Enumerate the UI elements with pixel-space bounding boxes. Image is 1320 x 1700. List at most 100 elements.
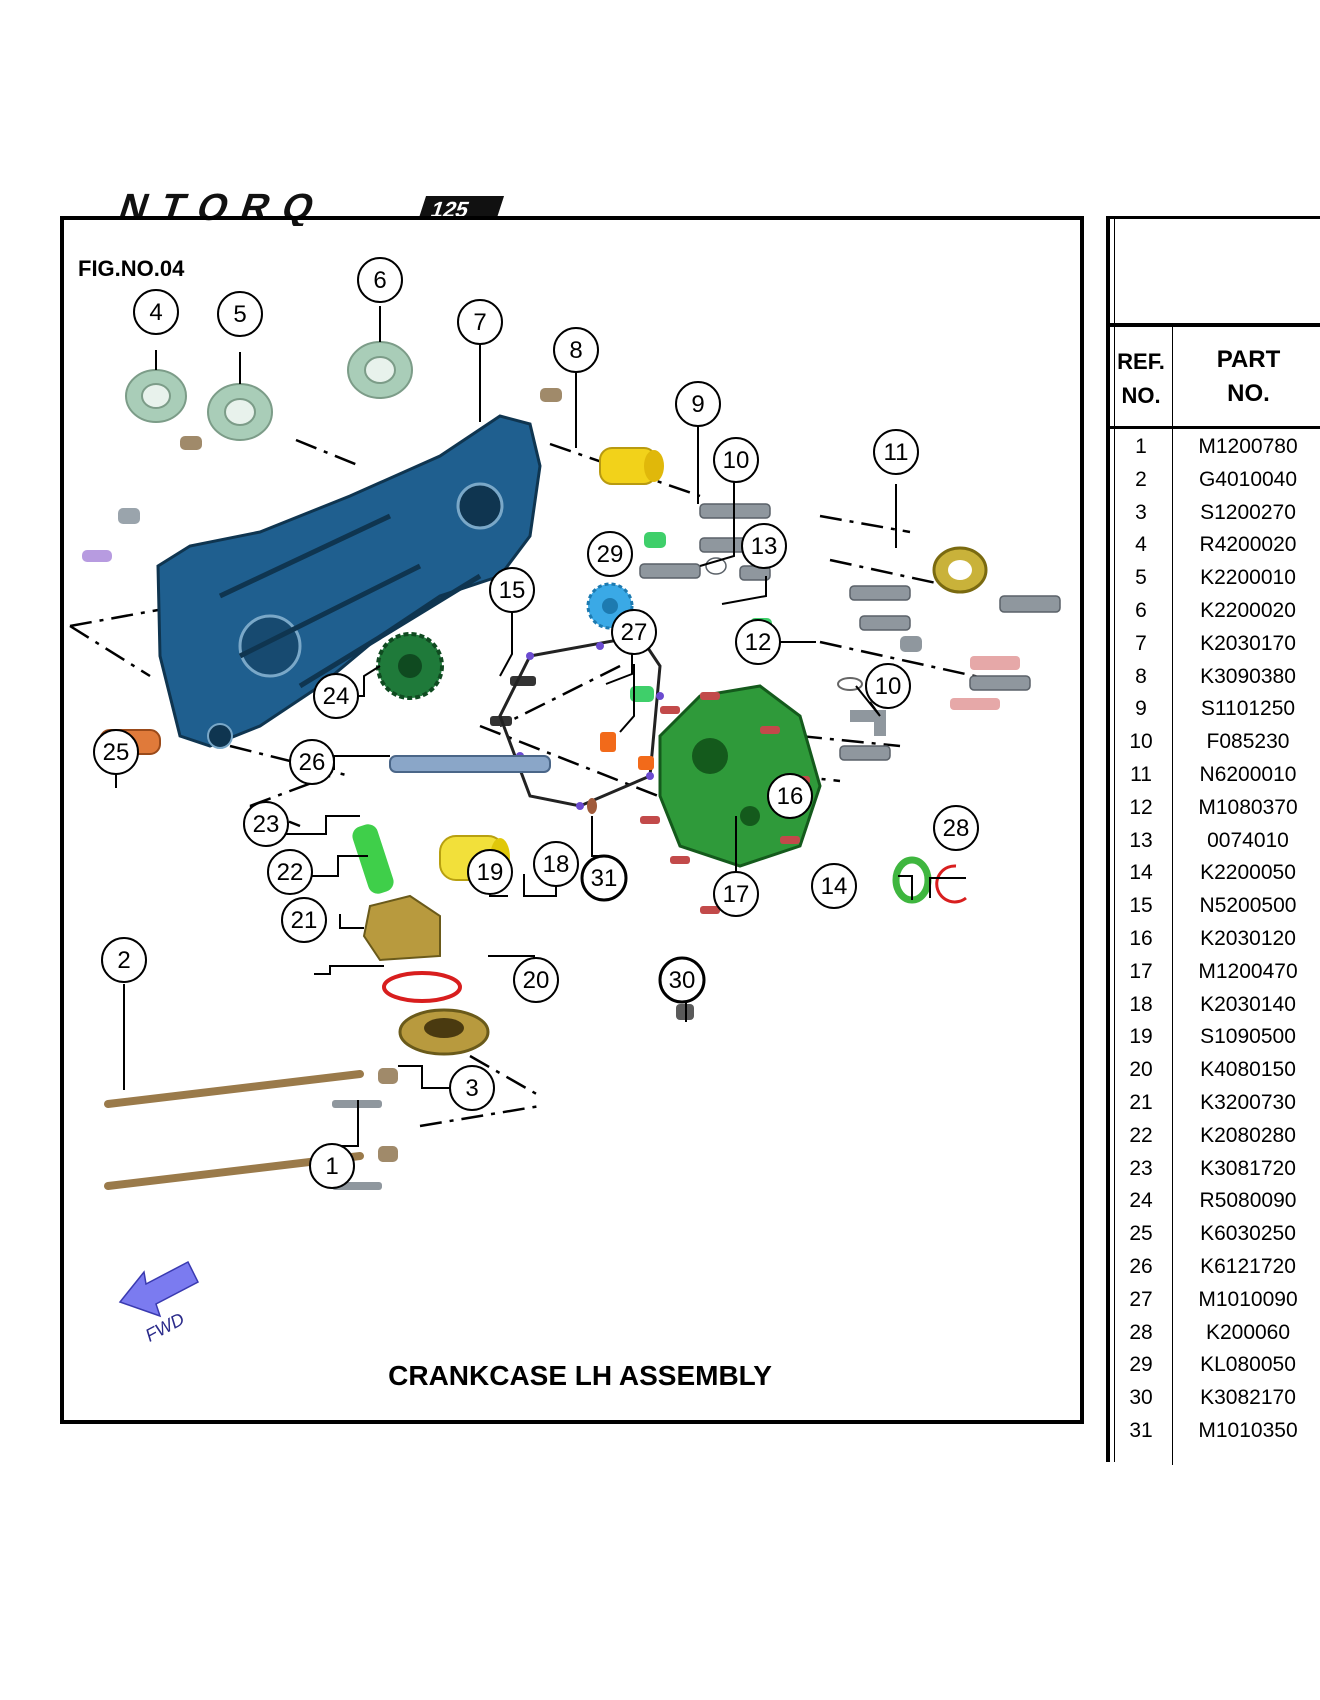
- ref-no-cell: 21: [1129, 1090, 1153, 1114]
- part-no-cell: K4080150: [1200, 1058, 1296, 1082]
- part-no-cell: K2030140: [1200, 992, 1296, 1016]
- table-row: 10 F085230: [1110, 724, 1320, 757]
- svg-text:10: 10: [875, 673, 902, 700]
- svg-text:27: 27: [621, 619, 648, 646]
- callout-24: 24: [313, 673, 359, 719]
- ref-no-cell: 27: [1129, 1287, 1153, 1311]
- part-no-cell: K200060: [1205, 1320, 1291, 1344]
- callout-15: 15: [489, 567, 535, 613]
- svg-text:14: 14: [821, 873, 848, 900]
- callout-10a: 10: [713, 437, 759, 483]
- header-part-line1: PART: [1216, 346, 1281, 373]
- part-no-cell: S1200270: [1200, 500, 1296, 524]
- ref-no-cell: 12: [1129, 795, 1153, 819]
- fwd-arrow-icon: [118, 1260, 199, 1318]
- part-no-cell: R5080090: [1199, 1189, 1297, 1213]
- table-header: REF. NO. PART NO.: [1110, 323, 1320, 429]
- ref-no-cell: 23: [1129, 1156, 1153, 1180]
- ref-no-cell: 5: [1135, 566, 1147, 590]
- svg-text:28: 28: [943, 815, 970, 842]
- ref-no-cell: 9: [1135, 697, 1147, 721]
- part-no-cell: F085230: [1206, 730, 1290, 754]
- callout-6: 6: [357, 257, 403, 303]
- header-ref-line2: NO.: [1121, 383, 1161, 408]
- part-no-cell: K2200010: [1200, 566, 1296, 590]
- assembly-title: CRANKCASE LH ASSEMBLY: [388, 1360, 772, 1391]
- ref-no-cell: 20: [1129, 1058, 1153, 1082]
- callout-13: 13: [741, 523, 787, 569]
- callout-31: 31: [580, 854, 628, 902]
- ref-no-cell: 28: [1129, 1320, 1153, 1344]
- part-no-cell: M1200470: [1198, 959, 1298, 983]
- table-row: 4 R4200020: [1110, 527, 1320, 560]
- svg-text:12: 12: [745, 629, 772, 656]
- callout-bubbles: 4 5 6 7 8 9 10 11 13 29 15 27 12 10 24 2…: [93, 257, 979, 1189]
- table-row: 9 S1101250: [1110, 691, 1320, 724]
- part-no-cell: K2080280: [1200, 1123, 1296, 1147]
- column-divider: [1172, 429, 1173, 1465]
- logo-wordmark: NTORQ 125: [113, 190, 505, 226]
- part-no-cell: M1200780: [1198, 435, 1298, 458]
- ref-no-cell: 3: [1135, 500, 1147, 524]
- svg-text:1: 1: [325, 1153, 338, 1180]
- header-ref-line1: REF.: [1117, 349, 1165, 374]
- callout-1: 1: [309, 1143, 355, 1189]
- ref-no-cell: 8: [1135, 664, 1147, 688]
- ref-no-cell: 14: [1129, 861, 1153, 885]
- svg-text:23: 23: [253, 811, 280, 838]
- part-no-cell: M1010350: [1198, 1418, 1298, 1442]
- ref-no-cell: 24: [1129, 1189, 1153, 1213]
- ref-no-cell: 29: [1129, 1353, 1153, 1377]
- svg-text:30: 30: [669, 967, 696, 994]
- header-ref-no: REF. NO.: [1110, 327, 1172, 426]
- table-row: 28 K200060: [1110, 1315, 1320, 1348]
- callout-11: 11: [873, 429, 919, 475]
- callout-18: 18: [533, 841, 579, 887]
- part-no-cell: S1090500: [1200, 1025, 1296, 1049]
- callout-8: 8: [553, 327, 599, 373]
- bearing-4: [125, 369, 187, 423]
- part-no-cell: R4200020: [1199, 533, 1297, 557]
- ref-no-cell: 18: [1129, 992, 1153, 1016]
- svg-text:16: 16: [777, 783, 804, 810]
- table-row: 5 K2200010: [1110, 560, 1320, 593]
- part-no-cell: M1010090: [1198, 1287, 1298, 1311]
- ref-no-cell: 1: [1135, 435, 1147, 458]
- ref-no-cell: 7: [1135, 631, 1147, 655]
- ref-no-cell: 13: [1129, 828, 1153, 852]
- table-row: 3 S1200270: [1110, 495, 1320, 528]
- part-no-cell: S1101250: [1200, 697, 1296, 721]
- callout-2: 2: [101, 937, 147, 983]
- svg-text:17: 17: [723, 881, 750, 908]
- callout-23: 23: [243, 801, 289, 847]
- part-no-cell: K2030120: [1200, 926, 1296, 950]
- callout-12: 12: [735, 619, 781, 665]
- callout-7: 7: [457, 299, 503, 345]
- sprocket-24: [376, 632, 444, 700]
- svg-text:13: 13: [751, 533, 778, 560]
- part-no-cell: 0074010: [1207, 828, 1289, 852]
- svg-text:15: 15: [499, 577, 526, 604]
- callout-26: 26: [289, 739, 335, 785]
- part-no-cell: K3082170: [1200, 1386, 1296, 1410]
- ref-no-cell: 4: [1135, 533, 1147, 557]
- svg-text:19: 19: [477, 859, 504, 886]
- table-row: 27 M1010090: [1110, 1282, 1320, 1315]
- svg-text:11: 11: [884, 439, 909, 466]
- svg-text:26: 26: [299, 749, 326, 776]
- part-no-cell: K2200020: [1200, 598, 1296, 622]
- ref-no-cell: 10: [1129, 730, 1153, 754]
- svg-text:5: 5: [233, 301, 246, 328]
- callout-22: 22: [267, 849, 313, 895]
